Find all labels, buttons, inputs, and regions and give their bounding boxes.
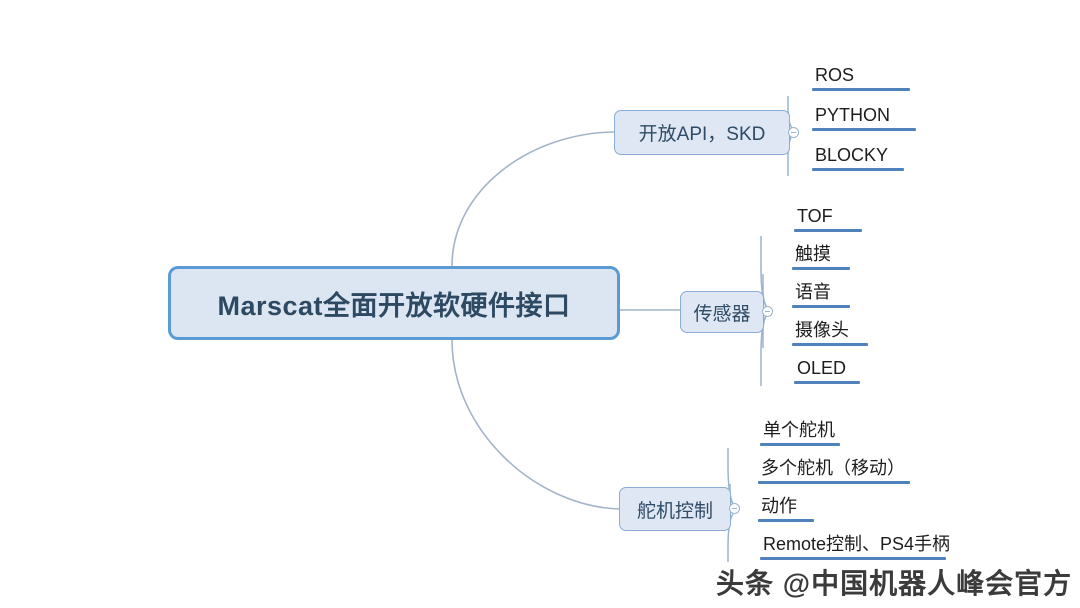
root-node-label: Marscat全面开放软硬件接口 <box>217 290 571 321</box>
leaf-item[interactable]: Remote控制、PS4手柄 <box>760 533 950 560</box>
leaf-underline <box>794 229 862 232</box>
branch-node-sensor[interactable]: 传感器 <box>680 291 764 333</box>
leaf-label: 语音 <box>795 282 831 302</box>
branch-node-label: 传感器 <box>693 303 751 325</box>
branch-node-servo[interactable]: 舵机控制 <box>619 487 731 531</box>
leaf-item[interactable]: 多个舵机（移动） <box>758 457 910 484</box>
leaf-label: Remote控制、PS4手柄 <box>763 534 951 554</box>
root-node[interactable]: Marscat全面开放软硬件接口 <box>168 266 620 340</box>
leaf-underline <box>760 443 840 446</box>
leaf-label: 单个舵机 <box>763 420 835 440</box>
leaf-underline <box>792 267 850 270</box>
leaf-underline <box>792 343 868 346</box>
leaf-item[interactable]: BLOCKY <box>812 144 904 171</box>
branch-node-label: 舵机控制 <box>636 500 713 522</box>
leaf-label: TOF <box>797 206 833 226</box>
leaf-label: PYTHON <box>815 105 891 125</box>
leaf-item[interactable]: 触摸 <box>792 243 850 270</box>
leaf-underline <box>794 381 860 384</box>
leaf-underline <box>792 305 850 308</box>
leaf-label: 多个舵机（移动） <box>761 458 905 478</box>
leaf-underline <box>812 88 910 91</box>
leaf-underline <box>758 481 910 484</box>
leaf-label: 触摸 <box>795 244 831 264</box>
leaf-label: 动作 <box>761 496 797 516</box>
collapse-handle-icon[interactable] <box>729 503 740 514</box>
leaf-underline <box>758 519 814 522</box>
leaf-item[interactable]: 动作 <box>758 495 814 522</box>
branch-node-api[interactable]: 开放API，SKD <box>614 110 790 155</box>
leaf-item[interactable]: 摄像头 <box>792 319 868 346</box>
leaf-underline <box>812 128 916 131</box>
leaf-label: OLED <box>797 358 847 378</box>
wire-root-to-branch-2 <box>451 339 620 510</box>
collapse-handle-icon[interactable] <box>762 306 773 317</box>
watermark: 头条 @中国机器人峰会官方 <box>716 568 1073 599</box>
leaf-underline <box>760 557 946 560</box>
leaf-item[interactable]: PYTHON <box>812 104 916 131</box>
wire-root-to-branch-0 <box>451 131 615 267</box>
leaf-label: ROS <box>815 65 855 85</box>
leaf-item[interactable]: OLED <box>794 357 860 384</box>
leaf-item[interactable]: 单个舵机 <box>760 419 840 446</box>
leaf-item[interactable]: TOF <box>794 205 862 232</box>
leaf-item[interactable]: 语音 <box>792 281 850 308</box>
leaf-label: BLOCKY <box>815 145 889 165</box>
branch-node-label: 开放API，SKD <box>638 124 766 145</box>
leaf-item[interactable]: ROS <box>812 64 910 91</box>
collapse-handle-icon[interactable] <box>788 127 799 138</box>
leaf-label: 摄像头 <box>795 320 849 340</box>
leaf-underline <box>812 168 904 171</box>
